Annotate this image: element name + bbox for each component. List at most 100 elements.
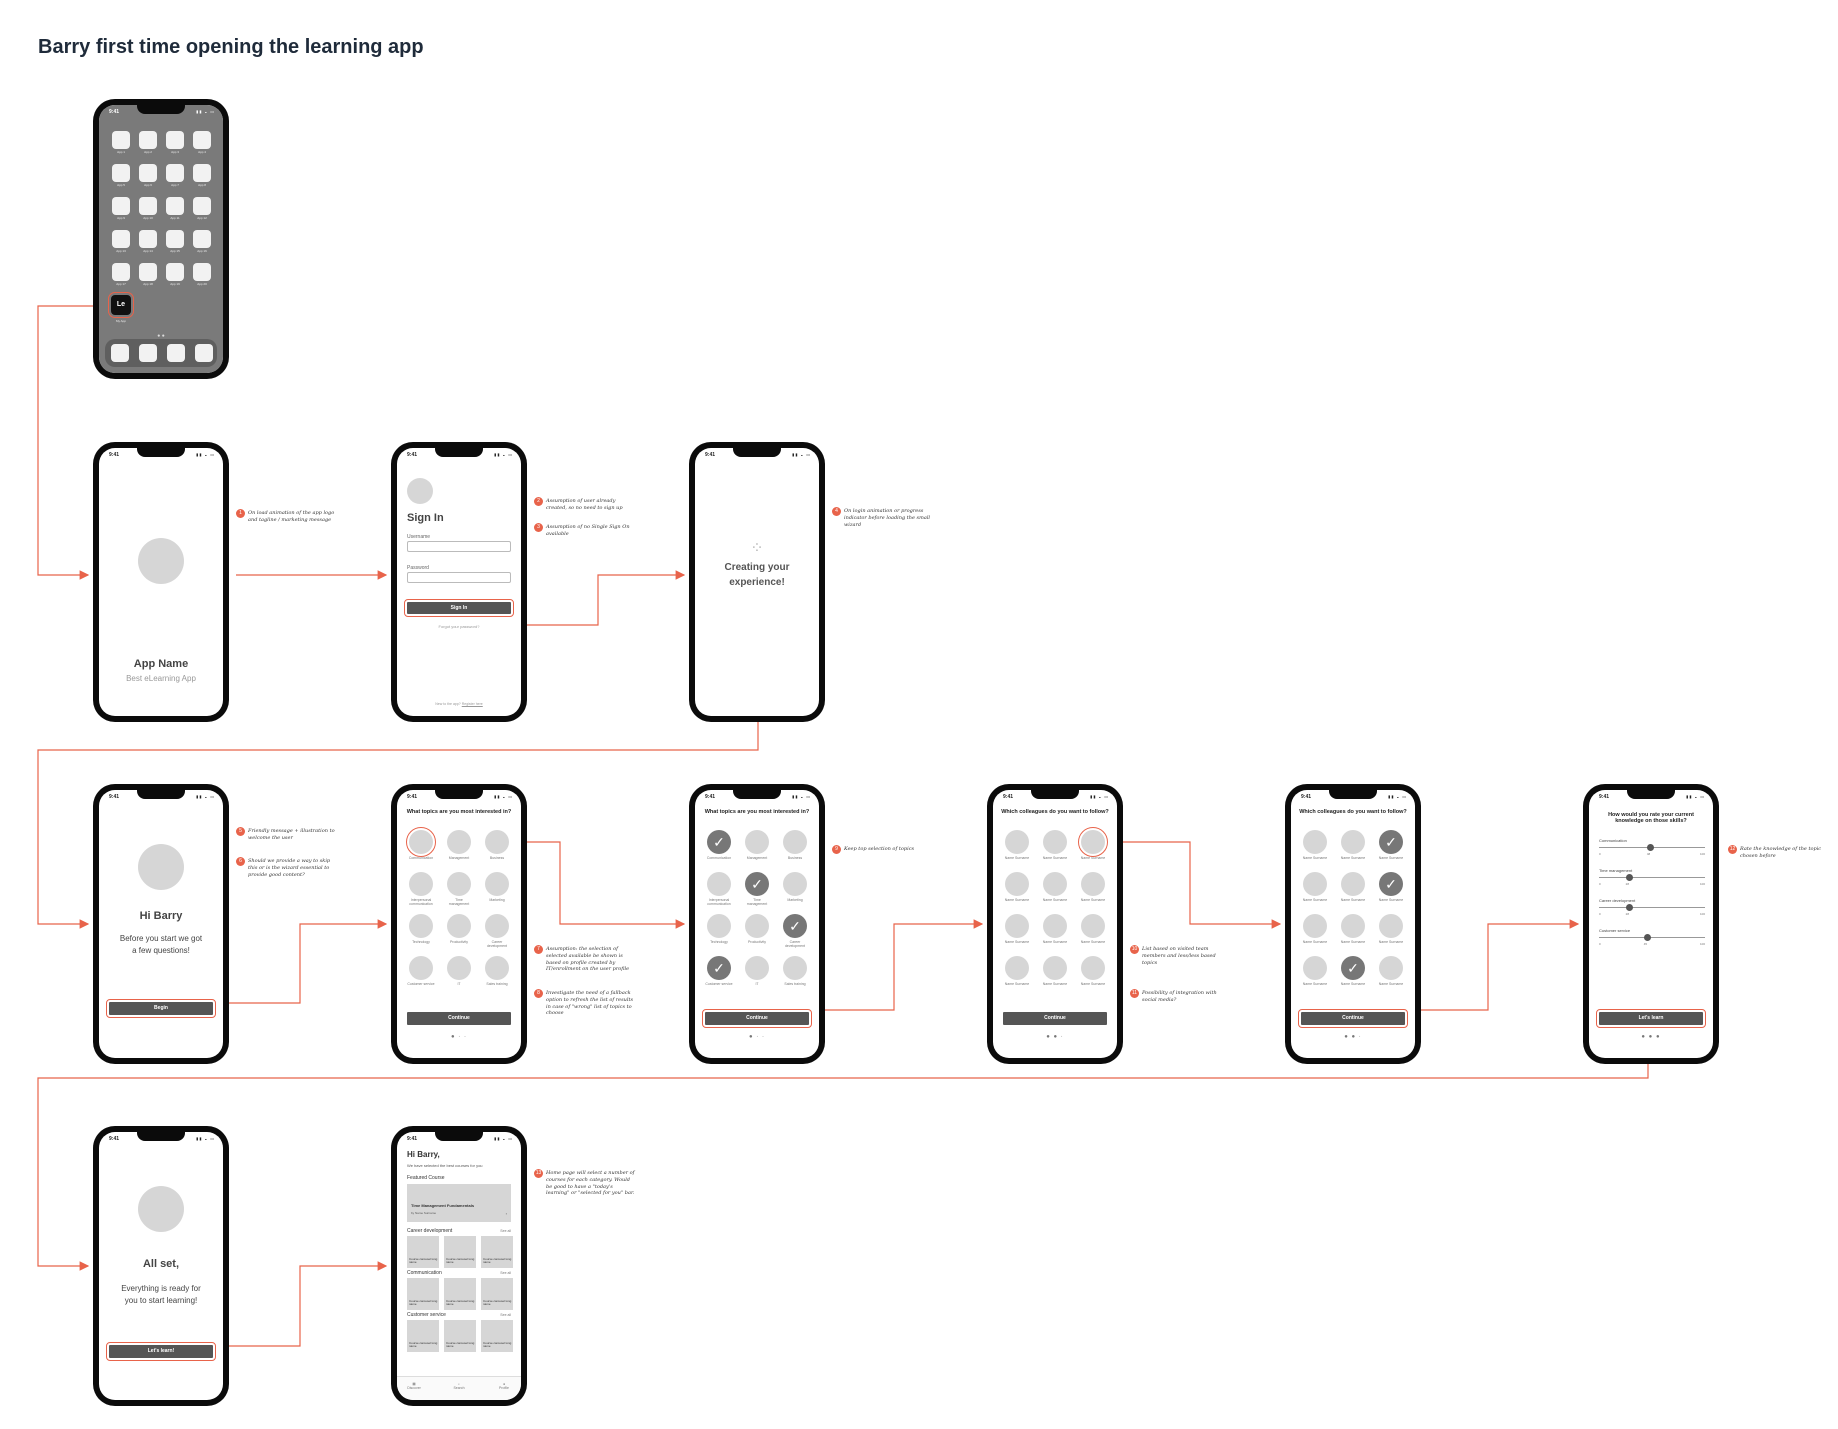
colleague-option[interactable]: Name Surname — [1301, 914, 1329, 944]
topic-option[interactable]: Communication — [406, 827, 436, 860]
colleague-option[interactable]: Name Surname — [1339, 956, 1367, 986]
slider-knob[interactable] — [1646, 844, 1654, 851]
app-icon[interactable]: App 4 — [192, 131, 212, 154]
colleague-option[interactable]: Name Surname — [1003, 872, 1031, 902]
learning-app-launcher[interactable]: Le My App — [108, 292, 134, 323]
slider-track[interactable] — [1599, 904, 1705, 911]
slider-knob[interactable] — [1625, 904, 1633, 911]
topic-option[interactable]: Management — [743, 830, 771, 860]
topic-option[interactable]: Technology — [407, 914, 435, 944]
topic-option[interactable]: Business — [781, 830, 809, 860]
app-icon[interactable]: App 12 — [192, 197, 212, 220]
course-card[interactable]: Course carousel long name — [481, 1278, 513, 1310]
topic-option[interactable]: Business — [483, 830, 511, 860]
username-field[interactable] — [407, 541, 511, 552]
topic-option[interactable]: Communication — [705, 830, 733, 860]
app-icon[interactable]: App 7 — [165, 164, 185, 187]
topic-option[interactable]: Marketing — [781, 872, 809, 902]
topic-option[interactable]: Technology — [705, 914, 733, 944]
course-card[interactable]: Course carousel long name — [444, 1320, 476, 1352]
continue-button[interactable]: Continue — [1298, 1009, 1408, 1028]
colleague-option[interactable]: Name Surname — [1377, 830, 1405, 860]
topic-option[interactable]: Sales training — [781, 956, 809, 986]
app-icon[interactable]: App 14 — [138, 230, 158, 253]
topic-option[interactable]: Customer service — [407, 956, 435, 986]
app-icon[interactable]: App 8 — [192, 164, 212, 187]
app-icon[interactable]: App 1 — [111, 131, 131, 154]
app-icon[interactable]: App 6 — [138, 164, 158, 187]
topic-option[interactable]: Sales training — [483, 956, 511, 986]
slider-knob[interactable] — [1643, 934, 1651, 941]
topic-option[interactable]: Productivity — [743, 914, 771, 944]
app-icon[interactable]: App 20 — [192, 263, 212, 286]
see-all-link[interactable]: See all — [500, 1271, 511, 1275]
dock-app-icon[interactable] — [167, 344, 185, 362]
continue-button[interactable]: Continue — [407, 1012, 511, 1025]
colleague-option[interactable]: Name Surname — [1301, 872, 1329, 902]
app-icon[interactable]: App 3 — [165, 131, 185, 154]
topic-option[interactable]: Productivity — [445, 914, 473, 944]
colleague-option[interactable]: Name Surname — [1003, 914, 1031, 944]
topic-option[interactable]: IT — [743, 956, 771, 986]
app-icon[interactable]: App 19 — [165, 263, 185, 286]
topic-option[interactable]: IT — [445, 956, 473, 986]
colleague-option[interactable]: Name Surname — [1003, 956, 1031, 986]
course-card[interactable]: Course carousel long name — [444, 1278, 476, 1310]
colleague-option[interactable]: Name Surname — [1041, 830, 1069, 860]
course-card[interactable]: Course carousel long name — [444, 1236, 476, 1268]
topic-option[interactable]: Time management — [445, 872, 473, 906]
colleague-option[interactable]: Name Surname — [1041, 914, 1069, 944]
dock-app-icon[interactable] — [195, 344, 213, 362]
lets-learn-button[interactable]: Let's learn — [1596, 1009, 1706, 1028]
topic-option[interactable]: Time management — [743, 872, 771, 906]
course-card[interactable]: Course carousel long name — [407, 1320, 439, 1352]
colleague-option[interactable]: Name Surname — [1377, 956, 1405, 986]
app-icon[interactable]: App 2 — [138, 131, 158, 154]
app-icon[interactable]: App 5 — [111, 164, 131, 187]
app-icon[interactable]: App 9 — [111, 197, 131, 220]
app-icon[interactable]: App 13 — [111, 230, 131, 253]
password-field[interactable] — [407, 572, 511, 583]
lets-learn-button[interactable]: Let's learn! — [106, 1342, 216, 1361]
course-card[interactable]: Course carousel long name — [407, 1278, 439, 1310]
tab-discover[interactable]: ▦Discover — [399, 1382, 429, 1390]
course-card[interactable]: Course carousel long name — [481, 1236, 513, 1268]
begin-button[interactable]: Begin — [106, 999, 216, 1018]
colleague-option[interactable]: Name Surname — [1041, 956, 1069, 986]
slider-track[interactable] — [1599, 934, 1705, 941]
topic-option[interactable]: Management — [445, 830, 473, 860]
tab-search[interactable]: ⌕Search — [444, 1382, 474, 1390]
colleague-option[interactable]: Name Surname — [1301, 830, 1329, 860]
slider-track[interactable] — [1599, 844, 1705, 851]
app-icon[interactable]: App 15 — [165, 230, 185, 253]
topic-option[interactable]: Career development — [483, 914, 511, 948]
topic-option[interactable]: Career development — [781, 914, 809, 948]
topic-option[interactable]: Interpersonal communication — [705, 872, 733, 906]
course-card[interactable]: Course carousel long name — [407, 1236, 439, 1268]
forgot-password-link[interactable]: Forgot your password? — [438, 624, 480, 629]
continue-button[interactable]: Continue — [702, 1009, 812, 1028]
tab-profile[interactable]: ●Profile — [489, 1382, 519, 1390]
colleague-option[interactable]: Name Surname — [1041, 872, 1069, 902]
colleague-option[interactable]: Name Surname — [1003, 830, 1031, 860]
continue-button[interactable]: Continue — [1003, 1012, 1107, 1025]
colleague-option[interactable]: Name Surname — [1339, 872, 1367, 902]
dock-app-icon[interactable] — [139, 344, 157, 362]
colleague-option[interactable]: Name Surname — [1377, 914, 1405, 944]
colleague-option[interactable]: Name Surname — [1078, 827, 1108, 860]
sign-in-button[interactable]: Sign In — [404, 599, 514, 617]
colleague-option[interactable]: Name Surname — [1339, 914, 1367, 944]
see-all-link[interactable]: See all — [500, 1313, 511, 1317]
colleague-option[interactable]: Name Surname — [1301, 956, 1329, 986]
app-icon[interactable]: App 11 — [165, 197, 185, 220]
colleague-option[interactable]: Name Surname — [1339, 830, 1367, 860]
dock-app-icon[interactable] — [111, 344, 129, 362]
learning-app-icon[interactable]: Le — [108, 292, 134, 318]
colleague-option[interactable]: Name Surname — [1079, 872, 1107, 902]
topic-option[interactable]: Interpersonal communication — [407, 872, 435, 906]
slider-knob[interactable] — [1625, 874, 1633, 881]
